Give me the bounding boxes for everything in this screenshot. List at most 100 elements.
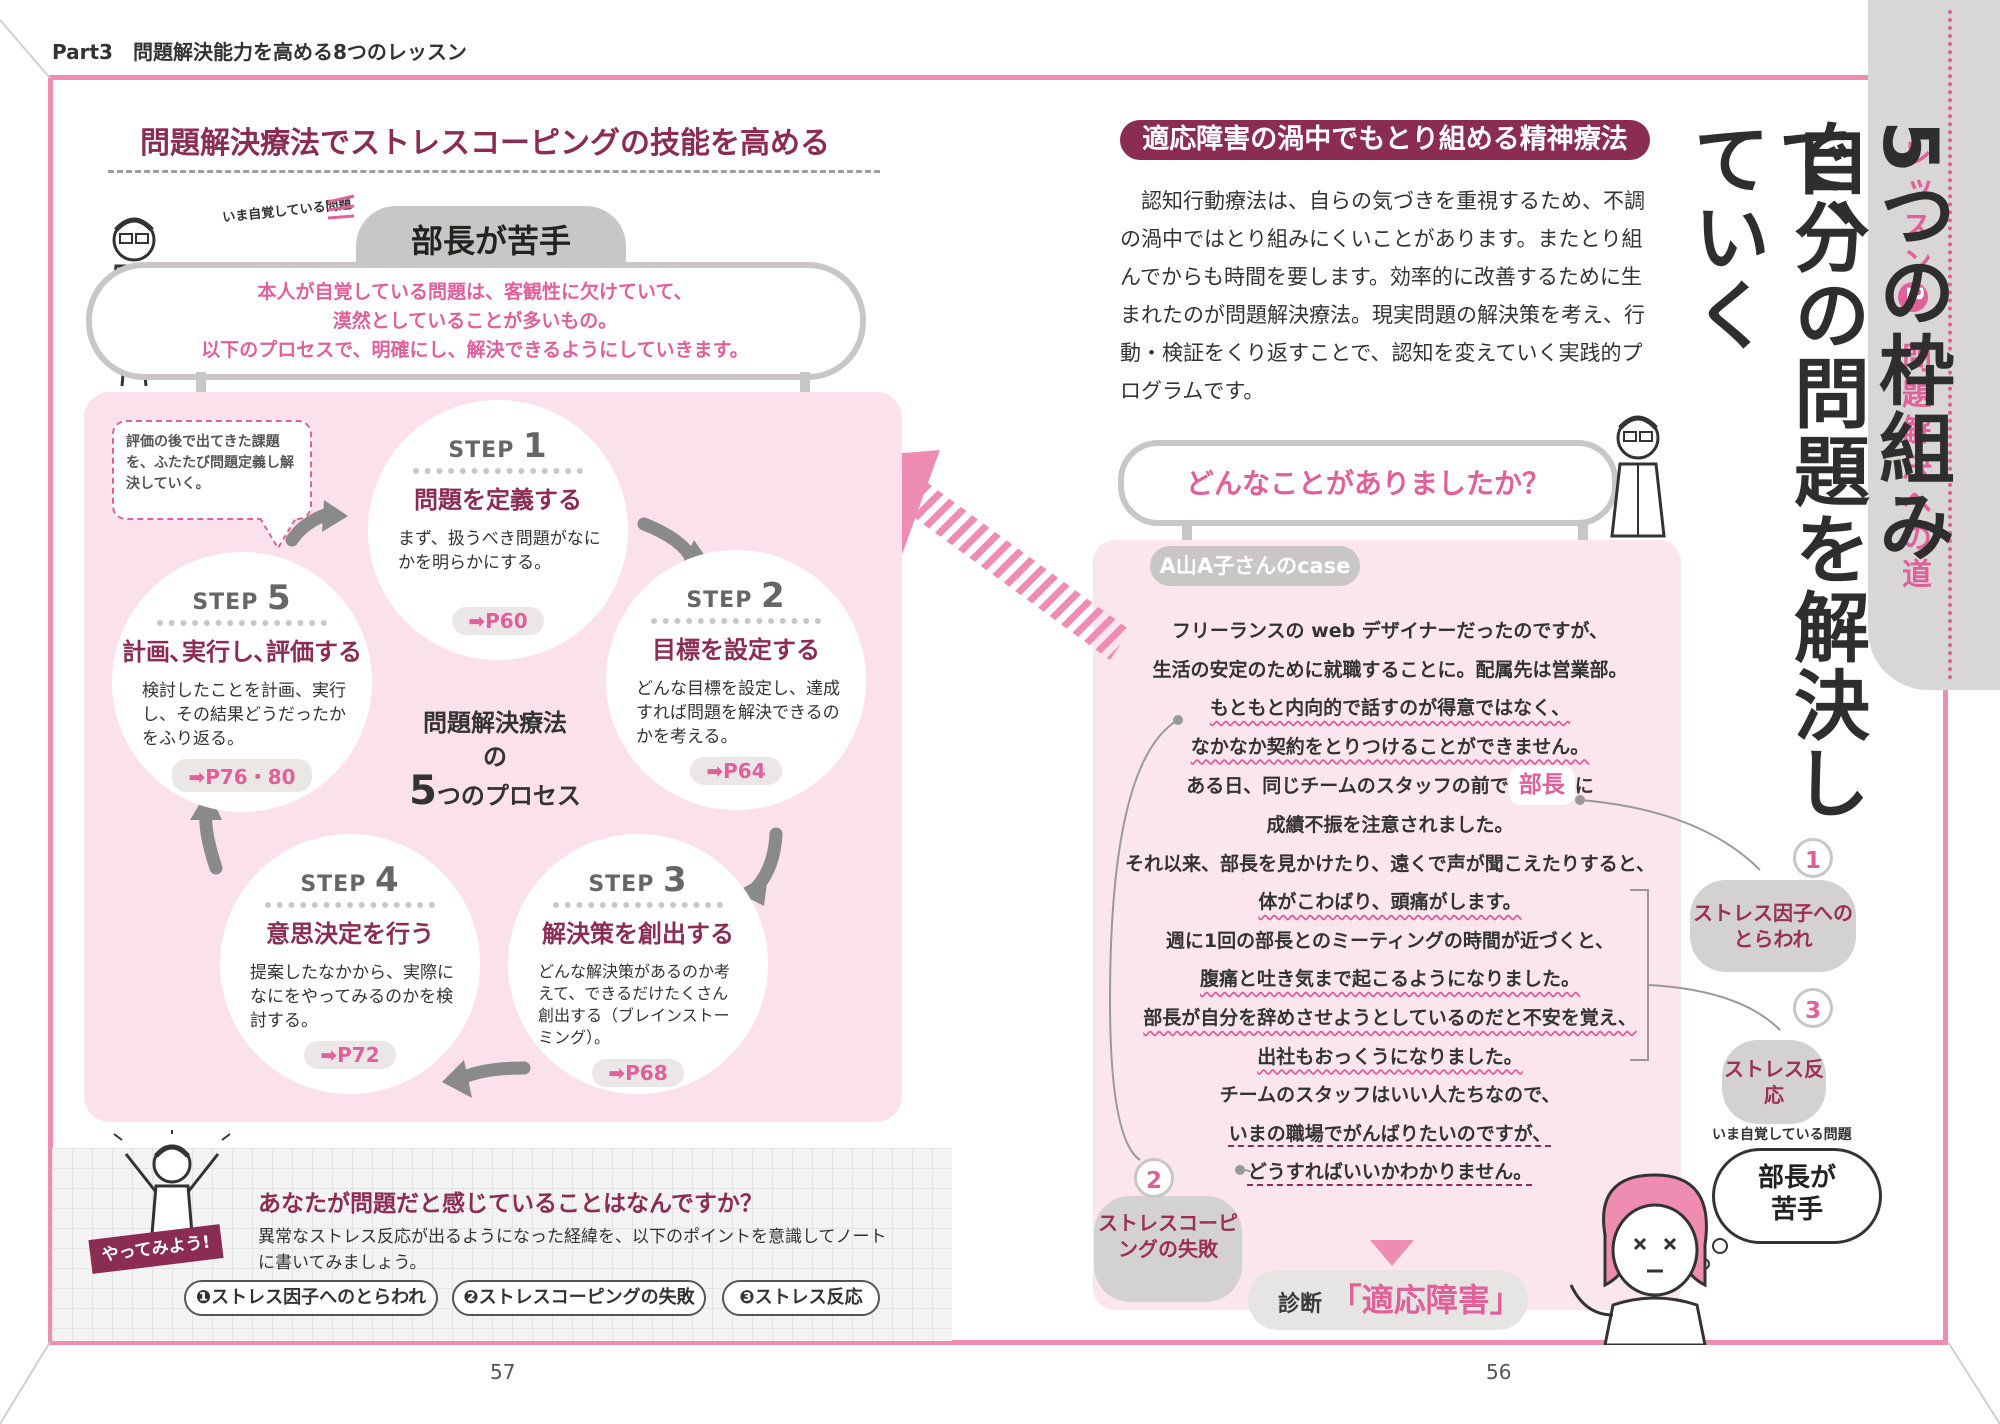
doctor-illustration xyxy=(1610,415,1666,538)
step-description: まず、扱うべき問題がなにかを明らかにする。 xyxy=(398,529,601,573)
problem-bubble xyxy=(86,262,866,380)
callout-number: 3 xyxy=(1793,988,1833,1028)
try-description: 異常なストレス反応が出るようになった経緯を、以下のポイントを意識してノートに書い… xyxy=(258,1227,887,1273)
callout-stress-reaction: ストレス反応 xyxy=(1722,1040,1826,1124)
arrow-down-icon xyxy=(1370,1240,1414,1266)
heading-dashed-rule xyxy=(108,170,880,173)
memo-pointer xyxy=(259,518,297,550)
left-heading: 問題解決療法でストレスコーピングの技能を高める xyxy=(140,126,830,161)
page-number-left: 57 xyxy=(490,1360,516,1384)
step-1-circle: STEP 1 問題を定義する まず、扱うべき問題がなにかを明らかにする。 ➡P6… xyxy=(368,400,628,660)
case-line: それ以来、部長を見かけたり、遠くで声が聞こえたりすると、 xyxy=(1125,852,1655,875)
case-line-highlight: ある日、同じチームのスタッフの前で部長に xyxy=(1110,766,1670,806)
case-line: もともと内向的で話すのが得意ではなく、 xyxy=(1209,697,1571,720)
question-text: どんなことがありましたか？ xyxy=(1185,467,1550,500)
step-dotted-rule xyxy=(553,902,723,908)
case-line: どうすればいいかわかりません。 xyxy=(1247,1161,1533,1184)
step-label: STEP xyxy=(686,588,753,613)
case-line: フリーランスの web デザイナーだったのですが、 xyxy=(1171,620,1609,642)
step-title: 解決策を創出する xyxy=(542,920,734,948)
case-line: 体がこわばり、頭痛がします。 xyxy=(1258,891,1522,914)
step-label: STEP xyxy=(192,590,259,615)
case-line: いまの職場でがんばりたいのですが、 xyxy=(1228,1122,1552,1145)
point-pill-3: ❸ストレス反応 xyxy=(722,1280,880,1316)
step-label: STEP xyxy=(448,438,515,463)
step-page-ref: ➡P64 xyxy=(690,757,782,785)
bubble-post xyxy=(1182,520,1192,550)
step-page-ref: ➡P76・80 xyxy=(172,759,312,792)
step-dotted-rule xyxy=(157,620,327,626)
thought-text: 部長が苦手 xyxy=(1757,1163,1836,1225)
step-2-circle: STEP 2 目標を設定する どんな目標を設定し、達成すれば問題を解決できるのか… xyxy=(606,550,866,810)
point-pill-1: ❶ストレス因子へのとらわれ xyxy=(184,1280,438,1316)
step-page-ref: ➡P72 xyxy=(304,1041,396,1069)
page-number-right: 56 xyxy=(1486,1360,1512,1384)
step-title: 問題を定義する xyxy=(414,486,582,514)
case-line: 部長が自分を辞めさせようとしているのだと不安を覚え、 xyxy=(1143,1006,1637,1029)
bubble-post xyxy=(196,372,206,406)
step-5-circle: STEP 5 計画､実行し､評価する 検討したことを計画、実行し、その結果どうだ… xyxy=(112,552,372,812)
diagnosis-box: 診断 「適応障害」 xyxy=(1248,1270,1528,1330)
problem-description: 本人が自覚している問題は、客観性に欠けていて、 漠然としていることが多いもの。 … xyxy=(201,281,749,361)
step-page-ref: ➡P60 xyxy=(452,607,544,635)
section-heading: 適応障害の渦中でもとり組める精神療法 xyxy=(1120,120,1650,160)
main-title-line1: 5つの枠組みで、 xyxy=(1766,120,1955,565)
case-tag: A山A子さんのcase xyxy=(1150,546,1360,586)
case-line: 成績不振を注意されました。 xyxy=(1266,813,1514,836)
lesson-label: レッスン xyxy=(1896,138,1931,282)
step-description: どんな目標を設定し、達成すれば問題を解決できるのかを考える。 xyxy=(636,679,840,747)
step-label: STEP xyxy=(588,872,655,897)
lesson-tab xyxy=(1868,0,2000,690)
case-line: チームのスタッフはいい人たちなので、 xyxy=(1219,1084,1561,1107)
diagnosis-label: 診断 xyxy=(1278,1292,1323,1317)
process-center-label: 問題解決療法 の 5つのプロセス xyxy=(409,709,581,814)
case-box xyxy=(1093,540,1681,1310)
step-title: 計画､実行し､評価する xyxy=(122,638,362,666)
case-line: 出社もおっくうになりました。 xyxy=(1257,1045,1523,1068)
step-label: STEP xyxy=(300,872,367,897)
step-number: 1 xyxy=(523,426,548,466)
step-dotted-rule xyxy=(651,618,821,624)
corner-decoration xyxy=(1947,1341,2000,1424)
running-title: Part3 問題解決能力を高める8つのレッスン xyxy=(52,40,467,64)
step-description: 提案したなかから、実際になにをやってみるのかを検討する。 xyxy=(250,963,454,1031)
step-number: 4 xyxy=(375,860,400,900)
callout-stress-factor: ストレス因子へのとらわれ xyxy=(1690,880,1856,972)
step-dotted-rule xyxy=(265,902,435,908)
step-3-circle: STEP 3 解決策を創出する どんな解決策があるのか考えて、できるだけたくさん… xyxy=(508,834,768,1094)
emphasis-lines-icon xyxy=(327,194,355,220)
step-page-ref: ➡P68 xyxy=(592,1059,684,1087)
corner-decoration xyxy=(0,1341,51,1424)
corner-decoration xyxy=(0,19,51,79)
intro-paragraph: 認知行動療法は、自らの気づきを重視するため、不調の渦中ではとり組みにくいことがあ… xyxy=(1120,189,1645,403)
case-line: 腹痛と吐き気まで起こるようになりました。 xyxy=(1199,968,1580,991)
case-line: 生活の安定のために就職することに。配属先は営業部。 xyxy=(1152,658,1628,681)
step-description: 検討したことを計画、実行し、その結果どうだったかをふり返る。 xyxy=(142,681,346,749)
lesson-number: 2 xyxy=(1898,282,1928,312)
problem-title: 部長が苦手 xyxy=(410,222,571,260)
thought-small-label: いま自覚している問題 xyxy=(1712,1127,1852,1143)
callout-number: 1 xyxy=(1793,838,1833,878)
step-number: 3 xyxy=(663,860,688,900)
memo-note: 評価の後で出てきた課題を、ふたたび問題定義し解決していく。 xyxy=(112,420,312,520)
step-number: 2 xyxy=(761,576,786,616)
step-description: どんな解決策があるのか考えて、できるだけたくさん創出する（ブレインストーミング）… xyxy=(538,962,731,1047)
case-line: 週に1回の部長とのミーティングの時間が近づくと、 xyxy=(1165,929,1615,952)
step-dotted-rule xyxy=(413,468,583,474)
try-question: あなたが問題だと感じていることはなんですか？ xyxy=(258,1191,763,1217)
highlight-bucho: 部長 xyxy=(1508,766,1575,805)
main-title-line2: 自分の問題を解決していく xyxy=(1681,120,1870,822)
callout-number: 2 xyxy=(1134,1158,1174,1198)
callout-connectors xyxy=(1108,715,1781,1175)
callout-coping-failure: ストレスコーピングの失敗 xyxy=(1094,1196,1242,1302)
case-story: フリーランスの web デザイナーだったのですが、 生活の安定のために就職するこ… xyxy=(1110,612,1670,1192)
diagnosis-value: 「適応障害」 xyxy=(1329,1281,1522,1319)
doctor-cheer-illustration xyxy=(113,1130,231,1236)
step-title: 意思決定を行う xyxy=(266,920,434,948)
step-title: 目標を設定する xyxy=(652,636,820,664)
lesson-title: 問題解決への道 xyxy=(1896,342,1931,594)
step-number: 5 xyxy=(267,578,292,618)
tab-dotted-line xyxy=(1948,10,1952,680)
lesson-tab-text: レッスン2 問題解決への道 xyxy=(1888,138,1938,594)
bubble-post xyxy=(1578,520,1588,550)
